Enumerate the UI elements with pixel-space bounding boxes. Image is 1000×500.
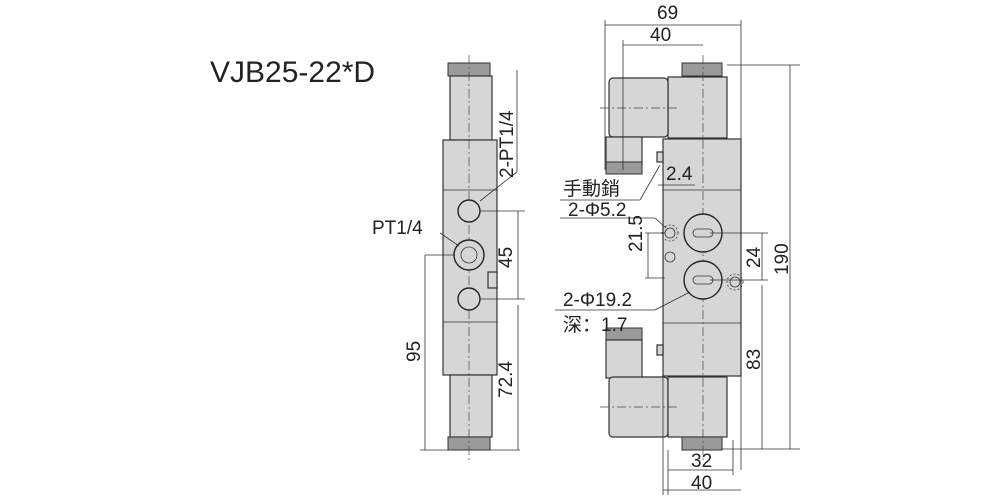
label-mount-holes: 2-Φ5.2 [568, 200, 626, 221]
dim-83: 83 [744, 349, 765, 370]
dim-24: 24 [744, 246, 765, 268]
upper-plug [608, 77, 669, 138]
label-2-pt14: 2-PT1/4 [497, 110, 518, 178]
side-valve-body [662, 138, 742, 377]
upper-coil-tube [449, 75, 493, 141]
side-bottom-connector [681, 436, 723, 451]
model-title: VJB25-22*D [210, 56, 375, 89]
port-b [457, 287, 481, 311]
label-depth: 深：1.7 [563, 314, 627, 336]
label-port-bore: 2-Φ19.2 [563, 290, 632, 311]
dim-2-4: 2.4 [666, 164, 693, 185]
dim-190: 190 [772, 243, 793, 275]
upper-coil [667, 76, 728, 139]
dim-69: 69 [657, 3, 678, 24]
dim-40-top: 40 [650, 25, 671, 46]
label-pt14: PT1/4 [372, 218, 423, 239]
manual-pin [656, 151, 664, 163]
port-p [453, 239, 485, 271]
label-manual-pin: 手動銷 [563, 178, 620, 200]
dim-32: 32 [691, 451, 712, 472]
port-a [457, 199, 481, 223]
dim-21-5: 21.5 [626, 215, 647, 252]
side-view: 69 40 2.4 手動銷 2-Φ5.2 21.5 2-Φ19.2 深：1.7 … [555, 3, 800, 495]
dim-95: 95 [404, 341, 425, 362]
dim-40-bottom: 40 [691, 473, 712, 494]
side-top-connector [681, 62, 723, 77]
dim-72-4: 72.4 [496, 361, 517, 398]
lower-coil [667, 376, 728, 438]
front-view: 2-PT1/4 PT1/4 45 72.4 95 [372, 55, 525, 460]
dim-45: 45 [496, 247, 517, 268]
lower-coil-tube [449, 374, 493, 438]
